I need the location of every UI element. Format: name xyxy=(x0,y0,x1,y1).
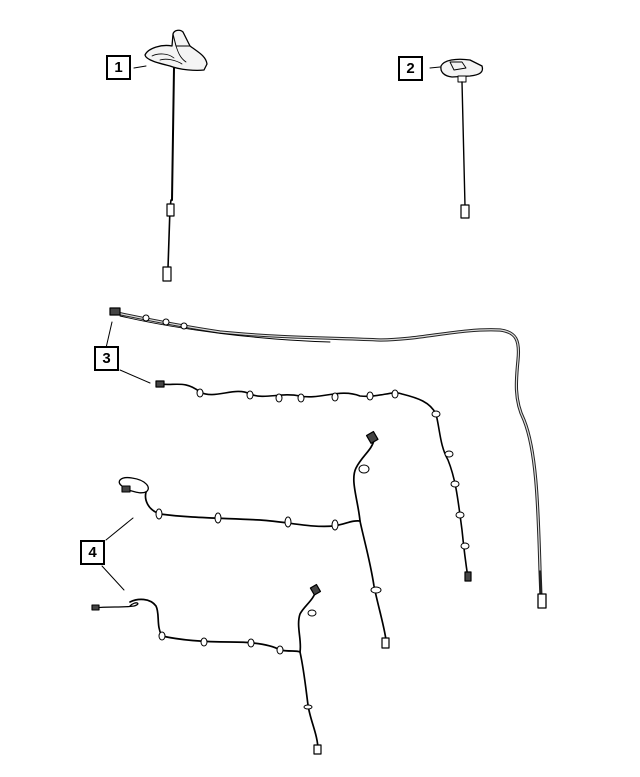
part-1-shark-fin-antenna xyxy=(133,29,208,282)
part-4-lower-harness xyxy=(91,583,322,755)
callout-4: 4 xyxy=(80,540,105,565)
callout-1: 1 xyxy=(106,55,131,80)
part-2-low-profile-antenna xyxy=(429,58,484,219)
leader-lines xyxy=(101,321,151,591)
callout-2: 2 xyxy=(398,56,423,81)
part-3-upper-harness xyxy=(109,307,547,609)
part-4-upper-harness xyxy=(118,430,390,649)
callout-3: 3 xyxy=(94,346,119,371)
part-3-lower-harness xyxy=(155,380,472,582)
